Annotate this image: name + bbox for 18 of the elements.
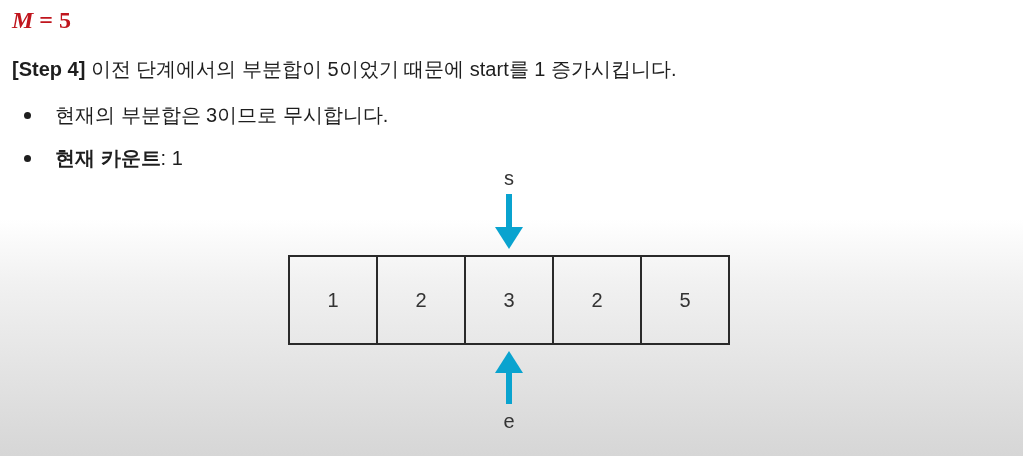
array-cell (376, 255, 466, 345)
cell-value: 2 (415, 288, 427, 312)
step-description: [Step 4] 이전 단계에서의 부분합이 5이었기 때문에 start를 1 증가시킵니다. (12, 57, 677, 82)
cell-value: 5 (679, 288, 691, 312)
array-cell (288, 255, 378, 345)
bullet-text: 현재 카운트: 1 (55, 146, 183, 171)
formula-heading: M = 5 (12, 6, 72, 35)
cell-value: 2 (591, 288, 603, 312)
array-cell (640, 255, 730, 345)
cell-value: 3 (503, 288, 515, 312)
arrow (495, 194, 523, 249)
pointer-label: s (497, 166, 521, 190)
array-cell (464, 255, 554, 345)
arrow (495, 351, 523, 404)
cell-value: 1 (327, 288, 339, 312)
array-cell (552, 255, 642, 345)
pointer-label: e (497, 408, 521, 434)
bullet-text: 현재의 부분합은 3이므로 무시합니다. (55, 103, 389, 128)
